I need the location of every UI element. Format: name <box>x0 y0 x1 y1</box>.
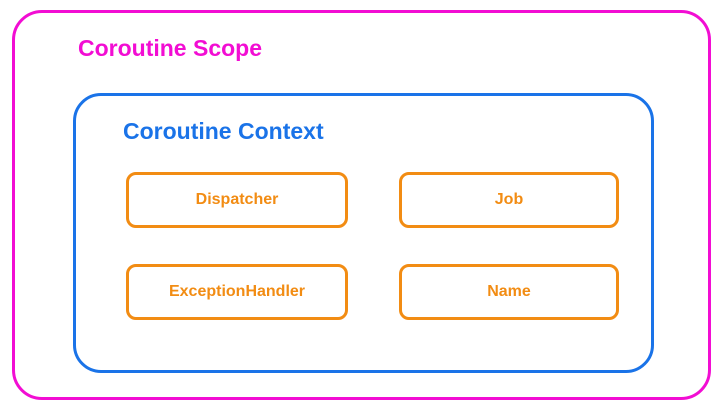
coroutine-context-box: Coroutine Context Dispatcher Job Excepti… <box>73 93 654 373</box>
item-job-label: Job <box>494 191 524 208</box>
item-name-box: Name <box>399 264 619 320</box>
item-exceptionhandler-label: ExceptionHandler <box>168 283 306 300</box>
item-dispatcher-label: Dispatcher <box>195 191 279 208</box>
coroutine-scope-label: Coroutine Scope <box>78 35 263 61</box>
coroutine-scope-box: Coroutine Scope Coroutine Context Dispat… <box>12 10 711 400</box>
item-exceptionhandler-box: ExceptionHandler <box>126 264 348 320</box>
item-job-box: Job <box>399 172 619 228</box>
coroutine-context-label: Coroutine Context <box>123 118 324 144</box>
item-name-label: Name <box>487 283 531 300</box>
item-dispatcher-box: Dispatcher <box>126 172 348 228</box>
